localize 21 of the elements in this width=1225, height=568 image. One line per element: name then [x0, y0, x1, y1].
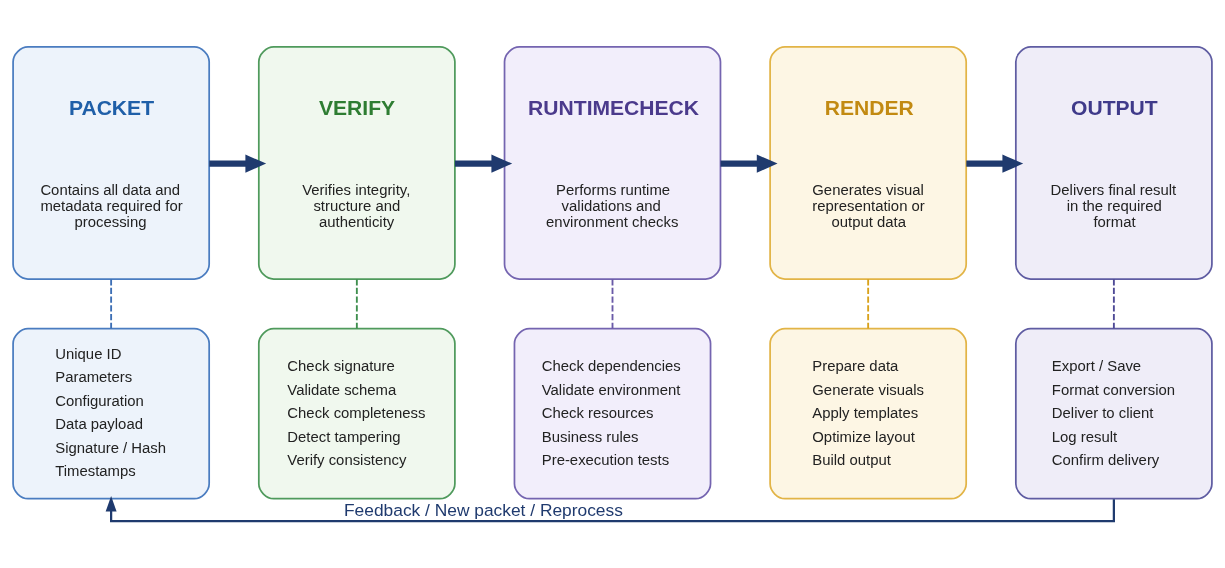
node-box: Check signature Validate schema Check completeness Detect tampering Verify consistency [257, 327, 456, 500]
arrow [454, 154, 513, 173]
node-box: VERIFY Verifies integrity, structure and authenticity [257, 46, 456, 280]
arrow [966, 154, 1024, 173]
node-box: Prepare data Generate visuals Apply templates Optimize layout Build output [769, 327, 968, 500]
connector [355, 278, 358, 330]
node-box: PACKET Contains all data and metadata required for processing [12, 46, 211, 280]
node-box: RUNTIMECHECK Performs runtime validations and environment checks [503, 46, 722, 280]
node-box: OUTPUT Delivers final result in the required format [1014, 46, 1213, 280]
node-box: Export / Save Format conversion Deliver to client Log result Confirm delivery [1014, 327, 1213, 500]
connector [1112, 278, 1115, 330]
node-box: Check dependencies Validate environment Check resources Business rules Pre-execution tests [513, 327, 712, 500]
connector [110, 278, 113, 330]
edge-label: Feedback / New packet / Reprocess [344, 500, 623, 521]
arrow [105, 495, 1115, 523]
node-box: RENDER Generates visual representation or output data [769, 46, 968, 280]
arrow [209, 154, 267, 173]
node-box: Unique ID Parameters Configuration Data payload Signature / Hash Timestamps [12, 327, 211, 500]
connector [611, 278, 614, 330]
connector [867, 278, 870, 330]
arrow [720, 154, 778, 173]
